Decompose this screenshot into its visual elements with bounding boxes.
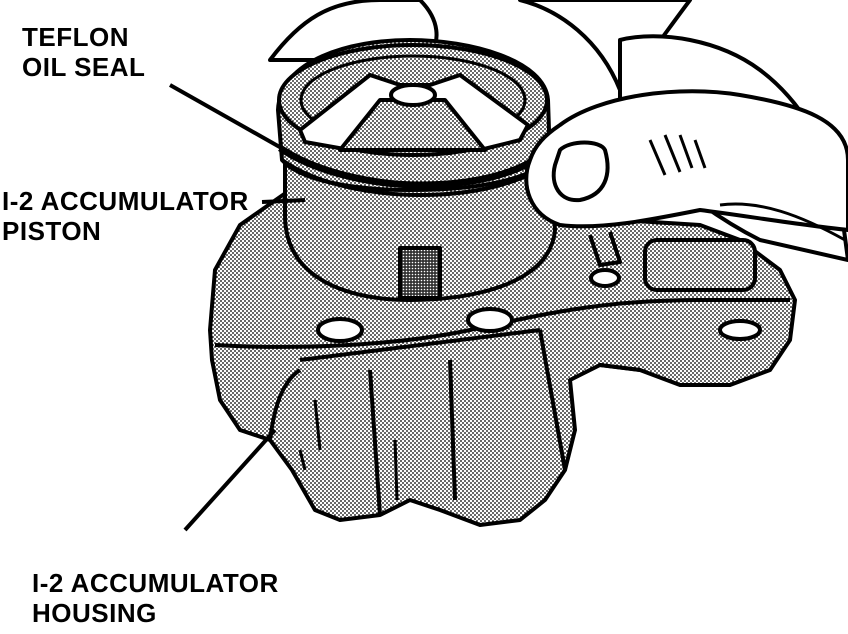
teflon-oil-seal [278, 145, 552, 198]
leader-line-housing [183, 428, 277, 532]
accumulator-piston-label-line1: I-2 ACCUMULATOR [2, 186, 249, 216]
teflon-oil-seal-label: TEFLON OIL SEAL [22, 22, 145, 82]
teflon-oil-seal-label-line2: OIL SEAL [22, 52, 146, 82]
accumulator-piston-label-line2: PISTON [2, 216, 102, 246]
thumb [524, 89, 848, 242]
leader-line-oil-seal [169, 83, 286, 152]
accumulator-piston-label: I-2 ACCUMULATOR PISTON [2, 186, 249, 246]
accumulator-housing-label-line1: I-2 ACCUMULATOR [32, 568, 279, 598]
accumulator-housing-label: I-2 ACCUMULATOR HOUSING [32, 568, 279, 628]
leader-lines [169, 83, 306, 532]
teflon-oil-seal-label-line1: TEFLON [22, 22, 129, 52]
leader-line-piston [261, 198, 306, 204]
accumulator-housing-label-line2: HOUSING [32, 598, 157, 628]
